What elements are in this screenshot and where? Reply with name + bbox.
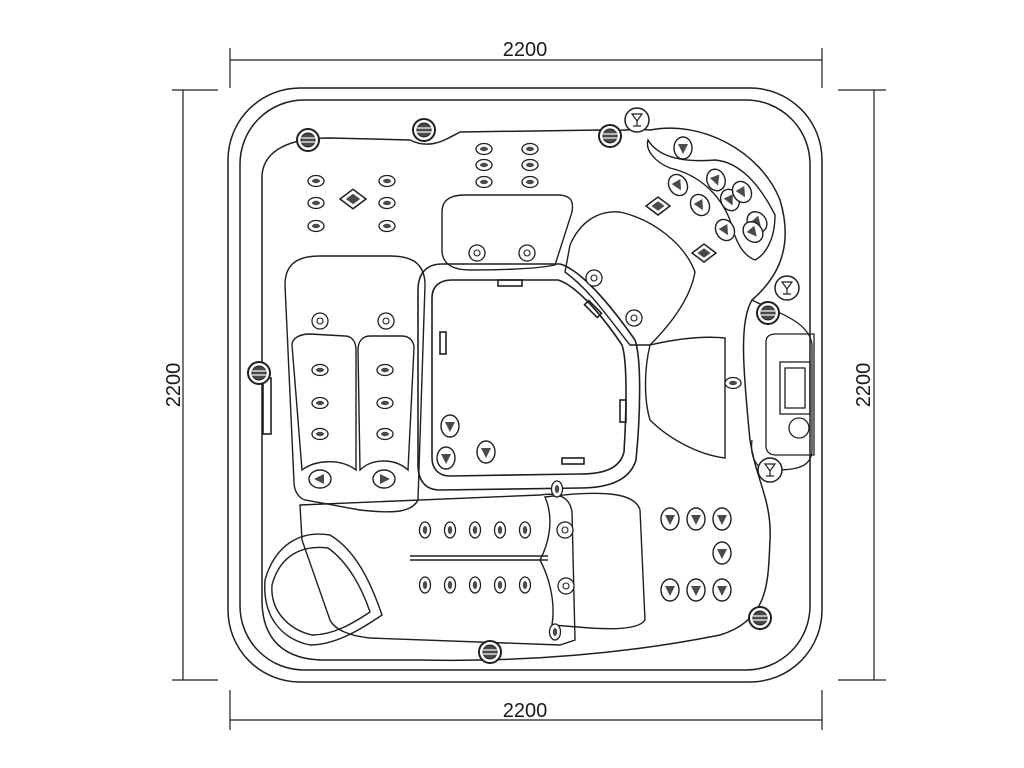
air-button-icon <box>412 118 436 142</box>
jet-icon <box>311 396 329 410</box>
jet-icon <box>724 376 742 390</box>
jet-icon <box>307 174 325 188</box>
jet-icon <box>378 174 396 188</box>
air-button-icon <box>598 124 622 148</box>
jet-icon <box>706 168 726 192</box>
jet-icon <box>311 363 329 377</box>
jet-icon <box>673 136 693 160</box>
jet-icon <box>307 219 325 233</box>
light-icon <box>788 417 810 439</box>
jet-icon <box>443 521 457 539</box>
jet-icon <box>493 576 507 594</box>
control-panel-icon <box>779 361 811 415</box>
dimension-lines <box>172 48 886 730</box>
jet-icon <box>311 427 329 441</box>
dimension-bottom-label: 2200 <box>503 700 548 722</box>
jet-icon <box>686 578 706 602</box>
jet-icon <box>557 577 575 595</box>
jet-icon <box>521 175 539 189</box>
dimension-left-label: 2200 <box>163 363 185 408</box>
jet-icon <box>468 576 482 594</box>
jet-icon <box>436 446 456 470</box>
jet-icon <box>518 576 532 594</box>
left-lounger <box>284 255 426 513</box>
jet-icon <box>418 576 432 594</box>
dimension-top-label: 2200 <box>503 39 548 61</box>
jet-icon <box>440 414 460 438</box>
jet-icon <box>660 578 680 602</box>
bottom-lounger <box>299 492 646 646</box>
right-step <box>644 336 726 459</box>
air-button-icon <box>748 606 772 630</box>
jet-icon <box>550 480 564 498</box>
jet-icon <box>742 221 764 243</box>
dimension-right-label: 2200 <box>853 363 875 408</box>
jet-icon <box>376 427 394 441</box>
cup-holder-icon <box>774 275 800 301</box>
jet-icon <box>585 269 603 287</box>
jet-icon <box>308 469 332 489</box>
jet-icon <box>714 218 736 242</box>
jet-layer <box>247 118 780 664</box>
jet-icon <box>690 243 718 263</box>
air-button-icon <box>478 640 502 664</box>
air-button-icon <box>247 361 271 385</box>
jet-icon <box>475 158 493 172</box>
jet-icon <box>418 521 432 539</box>
top-right-seat <box>564 211 696 346</box>
air-button-icon <box>756 301 780 325</box>
jet-icon <box>475 142 493 156</box>
jet-icon <box>660 507 680 531</box>
jet-icon <box>376 396 394 410</box>
jet-icon <box>338 188 368 210</box>
jet-icon <box>377 312 395 330</box>
jet-icon <box>378 196 396 210</box>
jet-icon <box>311 312 329 330</box>
jet-icon <box>667 173 689 197</box>
jet-icon <box>493 521 507 539</box>
jet-icon <box>307 196 325 210</box>
jet-icon <box>378 219 396 233</box>
jet-icon <box>712 507 732 531</box>
jet-icon <box>625 309 643 327</box>
jet-icon <box>443 576 457 594</box>
jet-icon <box>712 578 732 602</box>
jet-icon <box>521 158 539 172</box>
air-button-icon <box>296 128 320 152</box>
top-right-corner-seat <box>646 138 776 261</box>
jet-icon <box>475 175 493 189</box>
jet-icon <box>518 244 536 262</box>
control-panel-bay <box>750 299 815 471</box>
cup-holder-icon <box>757 457 783 483</box>
cup-holder-icon <box>624 107 650 133</box>
jet-icon <box>476 440 496 464</box>
top-center-seat <box>441 194 574 271</box>
jet-icon <box>468 521 482 539</box>
jet-icon <box>376 363 394 377</box>
jet-icon <box>731 180 753 204</box>
cup-holder-layer <box>624 107 800 483</box>
jet-icon <box>644 196 672 216</box>
jet-icon <box>686 507 706 531</box>
corner-footwell <box>264 533 383 646</box>
jet-icon <box>518 521 532 539</box>
jet-icon <box>372 469 396 489</box>
jet-icon <box>468 244 486 262</box>
jet-icon <box>521 142 539 156</box>
jet-icon <box>556 521 574 539</box>
jet-icon <box>712 541 732 565</box>
jet-icon <box>548 623 562 641</box>
jet-icon <box>689 193 711 217</box>
